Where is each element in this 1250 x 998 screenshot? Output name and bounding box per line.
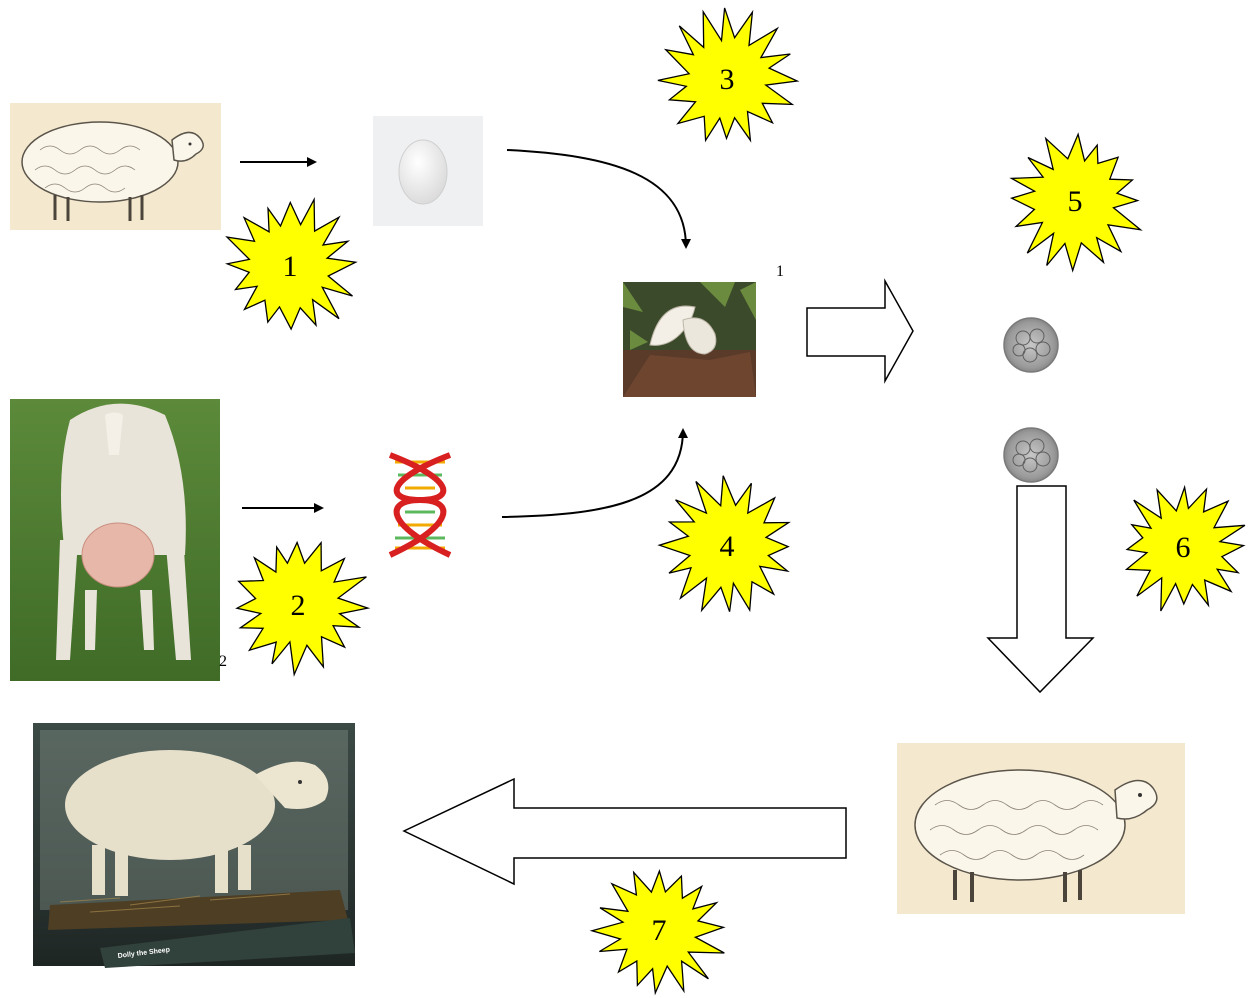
block-arrow-down xyxy=(988,486,1093,692)
step-number-2: 2 xyxy=(291,589,306,622)
step-star-1: 1 xyxy=(227,200,356,330)
step-number-7: 7 xyxy=(652,914,667,947)
step-star-6: 6 xyxy=(1127,487,1245,611)
step-number-5: 5 xyxy=(1068,185,1083,218)
udder-sheep-photo xyxy=(10,399,220,681)
sheep-engraving-donor-egg xyxy=(10,103,221,230)
step-star-2: 2 xyxy=(237,543,368,675)
dna-helix-image xyxy=(390,455,450,555)
embryo-cell-top xyxy=(1004,318,1058,372)
step-star-5: 5 xyxy=(1012,134,1141,270)
embryo-cell-bottom xyxy=(1004,428,1058,482)
arrow-egg-to-cracked-egg xyxy=(507,150,686,247)
step-star-4: 4 xyxy=(659,476,788,612)
step-star-3: 3 xyxy=(658,8,797,140)
step-number-3: 3 xyxy=(720,63,735,96)
step-number-4: 4 xyxy=(720,530,735,563)
block-arrow-left xyxy=(404,779,846,884)
block-arrow-right xyxy=(807,281,913,381)
dolly-museum-photo: Dolly the Sheep xyxy=(33,723,355,968)
footnote-2: 2 xyxy=(219,653,227,670)
sheep-engraving-surrogate xyxy=(897,743,1185,914)
step-number-1: 1 xyxy=(283,250,298,283)
arrow-dna-to-cracked-egg xyxy=(502,430,683,517)
egg-image xyxy=(373,116,483,226)
step-number-6: 6 xyxy=(1176,531,1191,564)
cracked-egg-image xyxy=(623,282,756,397)
footnote-1: 1 xyxy=(776,263,784,280)
step-star-7: 7 xyxy=(592,871,724,993)
